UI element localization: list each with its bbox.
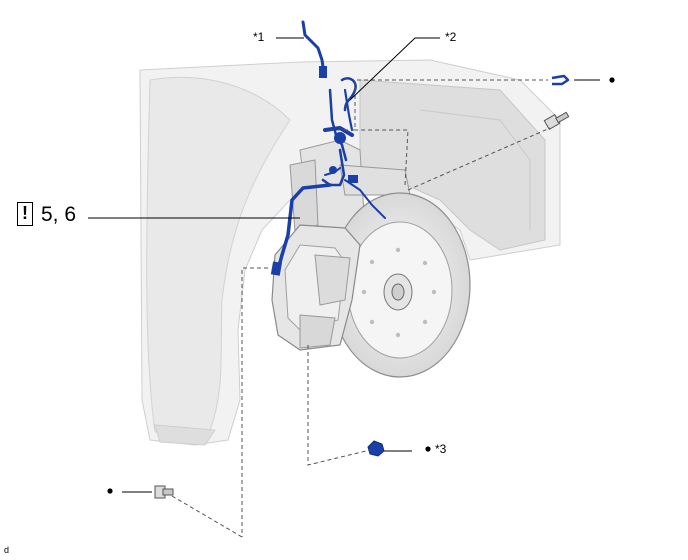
step-reference-text: 5, 6 xyxy=(41,203,77,226)
marker-dot xyxy=(107,488,113,494)
callout-2-label: *2 xyxy=(445,30,457,44)
fender-body xyxy=(139,59,561,446)
callout-1-label: *1 xyxy=(253,30,265,44)
marker-dots xyxy=(107,77,615,494)
leader-lines xyxy=(88,37,600,493)
bracket-part-lower xyxy=(367,440,385,457)
clip-part xyxy=(551,74,570,86)
figure-code: d xyxy=(4,545,10,555)
marker-dot xyxy=(609,77,615,83)
callout-3-label: *3 xyxy=(435,442,447,456)
caution-icon: ! xyxy=(17,202,33,226)
assembly-lines xyxy=(171,79,551,538)
marker-dot xyxy=(425,446,431,452)
brake-caliper xyxy=(271,224,361,351)
bolt-part-upper xyxy=(543,111,570,131)
bolt-part-lower xyxy=(154,485,174,499)
brake-hose xyxy=(270,20,386,276)
